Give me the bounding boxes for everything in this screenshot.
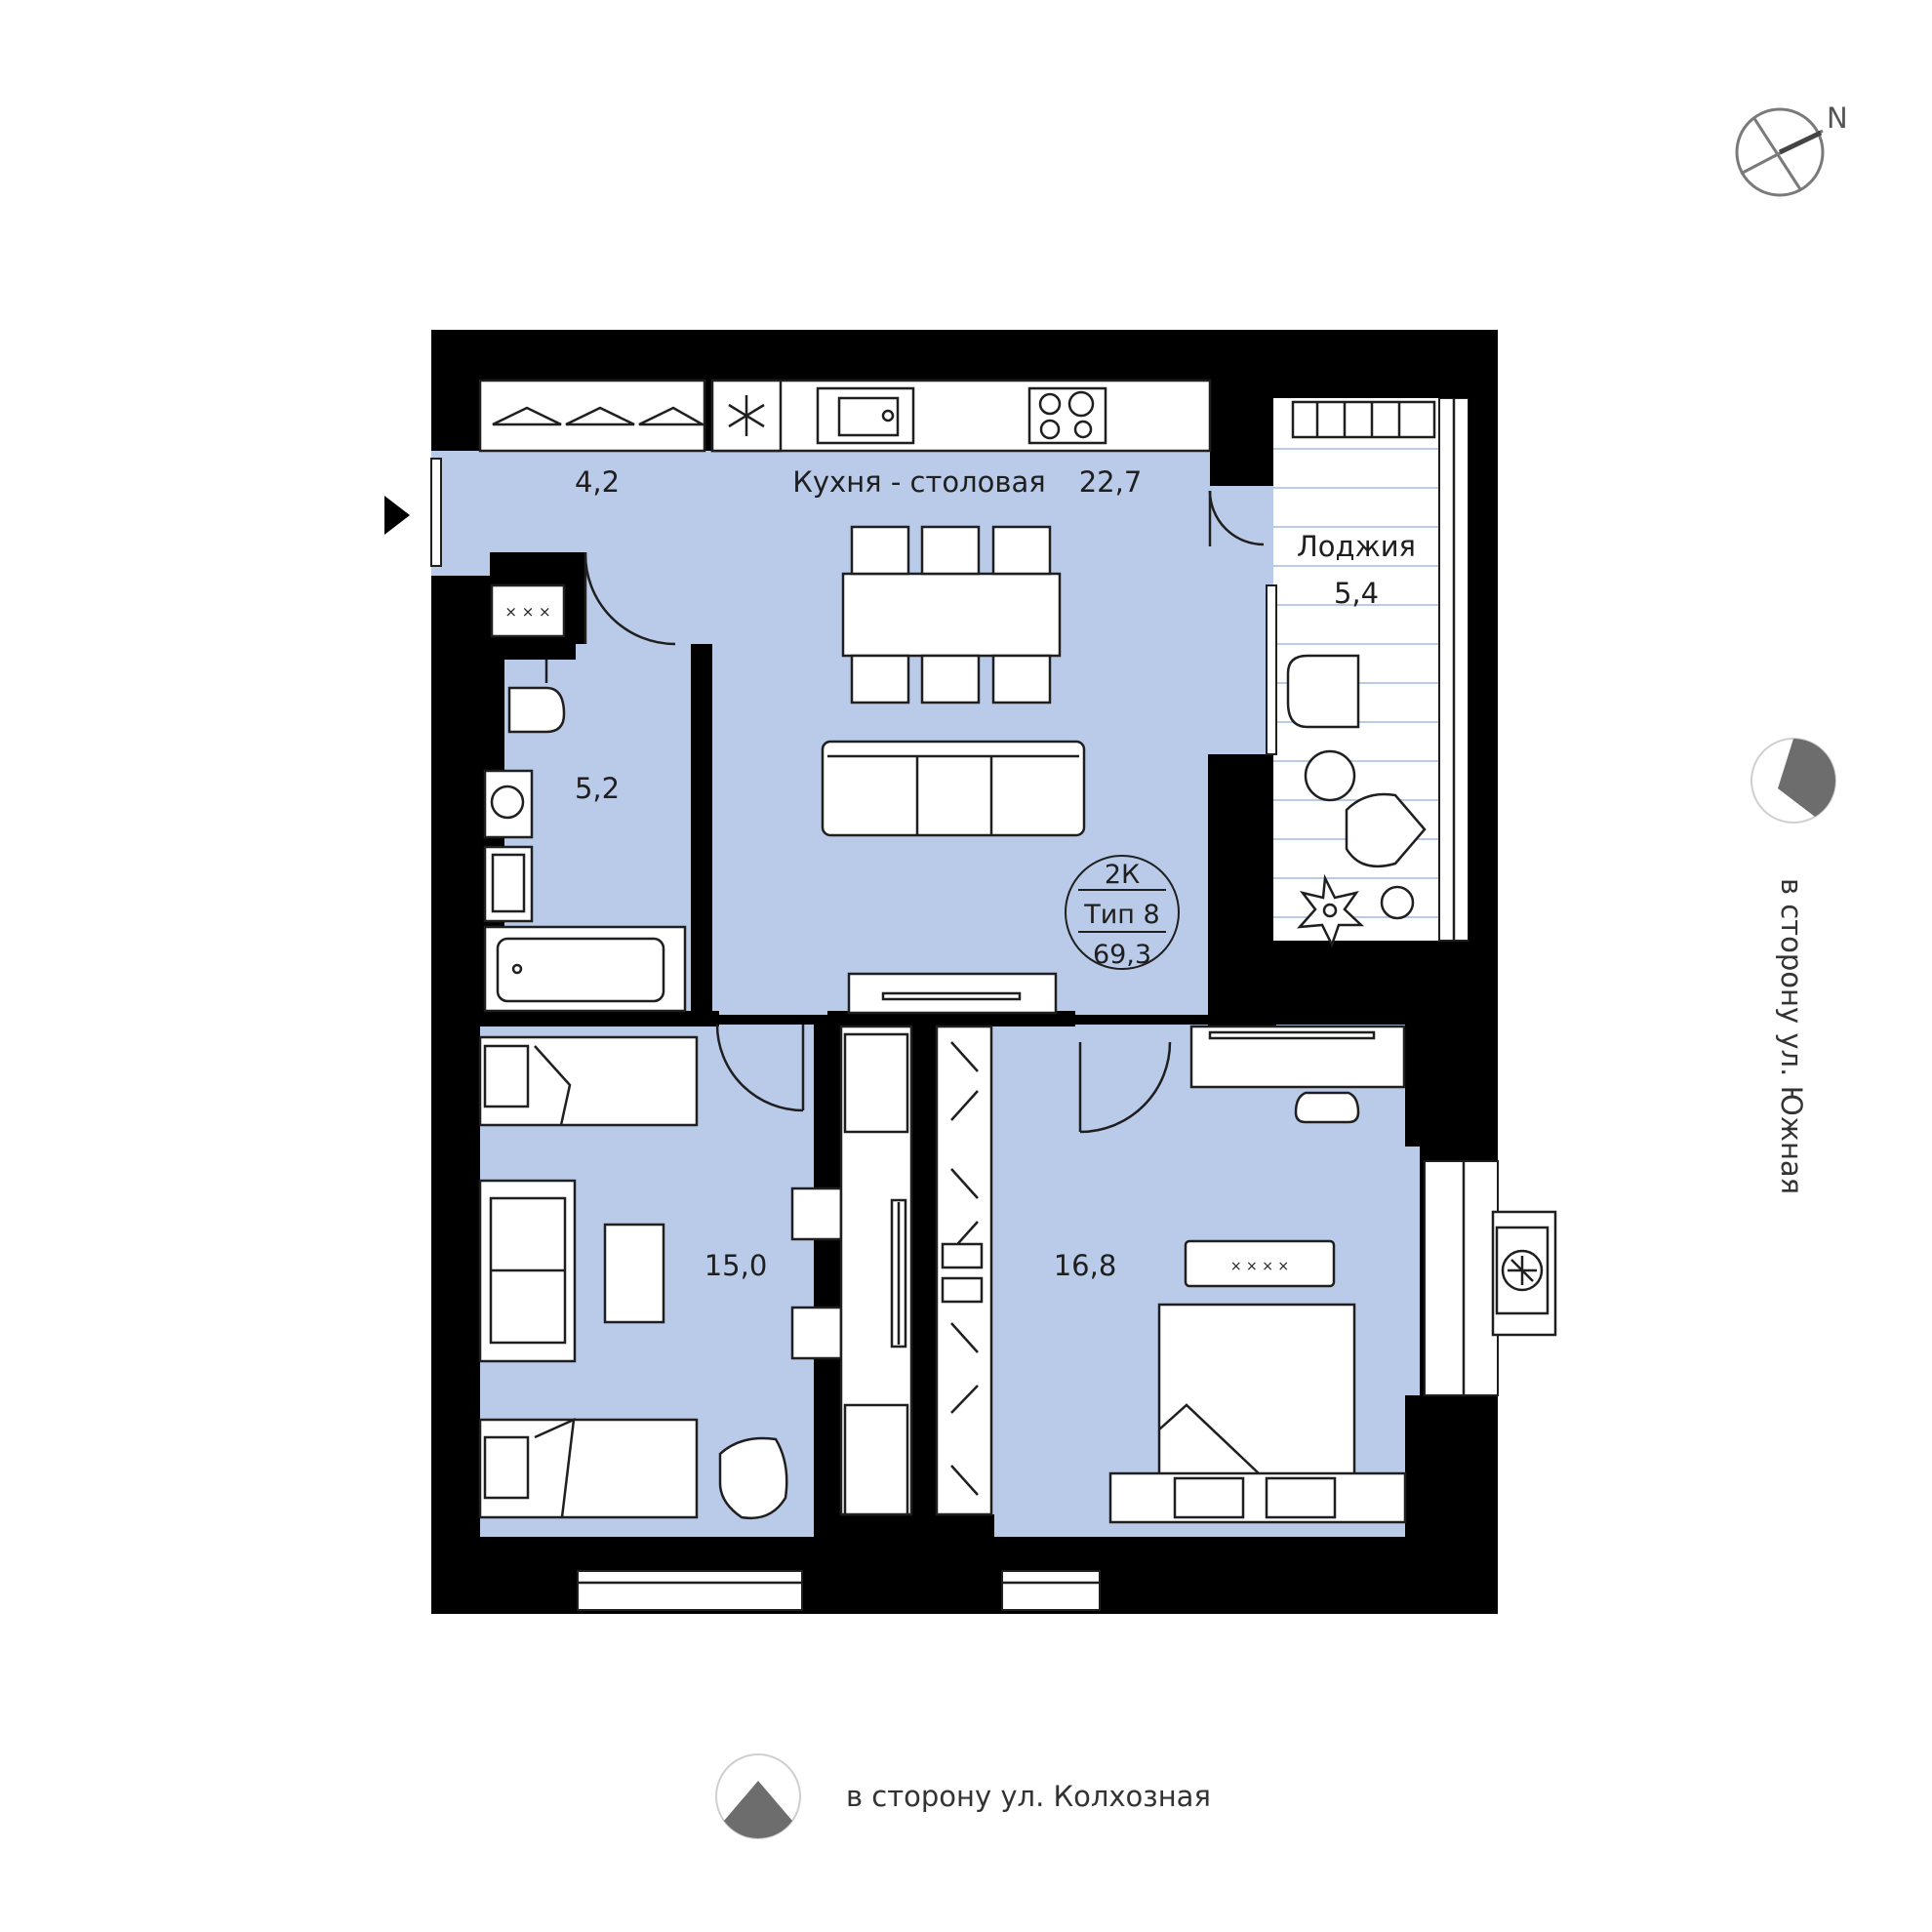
windows: [430, 458, 1499, 1611]
entrance-arrow-icon: [384, 496, 410, 535]
loggia: [1266, 330, 1498, 948]
compass-icon: [1735, 107, 1825, 197]
apartment-rooms: 2К: [1105, 860, 1140, 890]
kitchen-area: 22,7: [1079, 465, 1143, 499]
kitchen-name: Кухня - столовая: [792, 465, 1045, 499]
apartment-badge: 2К Тип 8 69,3: [1065, 855, 1180, 970]
snowflake-icon: [728, 395, 765, 436]
interior-walls: [480, 644, 1425, 1553]
svg-text:× × ×: × × ×: [504, 603, 550, 621]
apartment-type: Тип 8: [1083, 900, 1159, 930]
street-indicator-bottom: [715, 1753, 801, 1839]
north-label: N: [1827, 101, 1848, 135]
street-south-label: в сторону ул. Южная: [1775, 878, 1808, 1194]
bedroom-right-area: 16,8: [1054, 1249, 1117, 1282]
bathroom-furniture: [483, 660, 687, 1013]
street-indicator-right: [1751, 738, 1836, 824]
fan-icon: [1501, 1249, 1544, 1292]
right-bedroom-furniture: × × × ×: [1078, 1025, 1407, 1524]
street-bottom-label: в сторону ул. Колхозная: [846, 1780, 1211, 1813]
plant-icon: [1296, 873, 1365, 948]
hall-furniture: × × ×: [478, 379, 707, 638]
kitchen-furniture: [584, 379, 1265, 1015]
wardrobes: [839, 1025, 993, 1516]
bedroom-left-area: 15,0: [704, 1249, 768, 1282]
bathroom-area: 5,2: [575, 772, 620, 805]
left-bedroom-furniture: [478, 1024, 843, 1520]
loggia-name: Лоджия: [1297, 530, 1416, 563]
ac-unit: [1491, 1210, 1557, 1337]
svg-text:× × × ×: × × × ×: [1230, 1259, 1289, 1274]
apartment-total-area: 69,3: [1093, 940, 1151, 970]
loggia-area: 5,4: [1334, 577, 1379, 610]
hall-area: 4,2: [575, 465, 620, 499]
